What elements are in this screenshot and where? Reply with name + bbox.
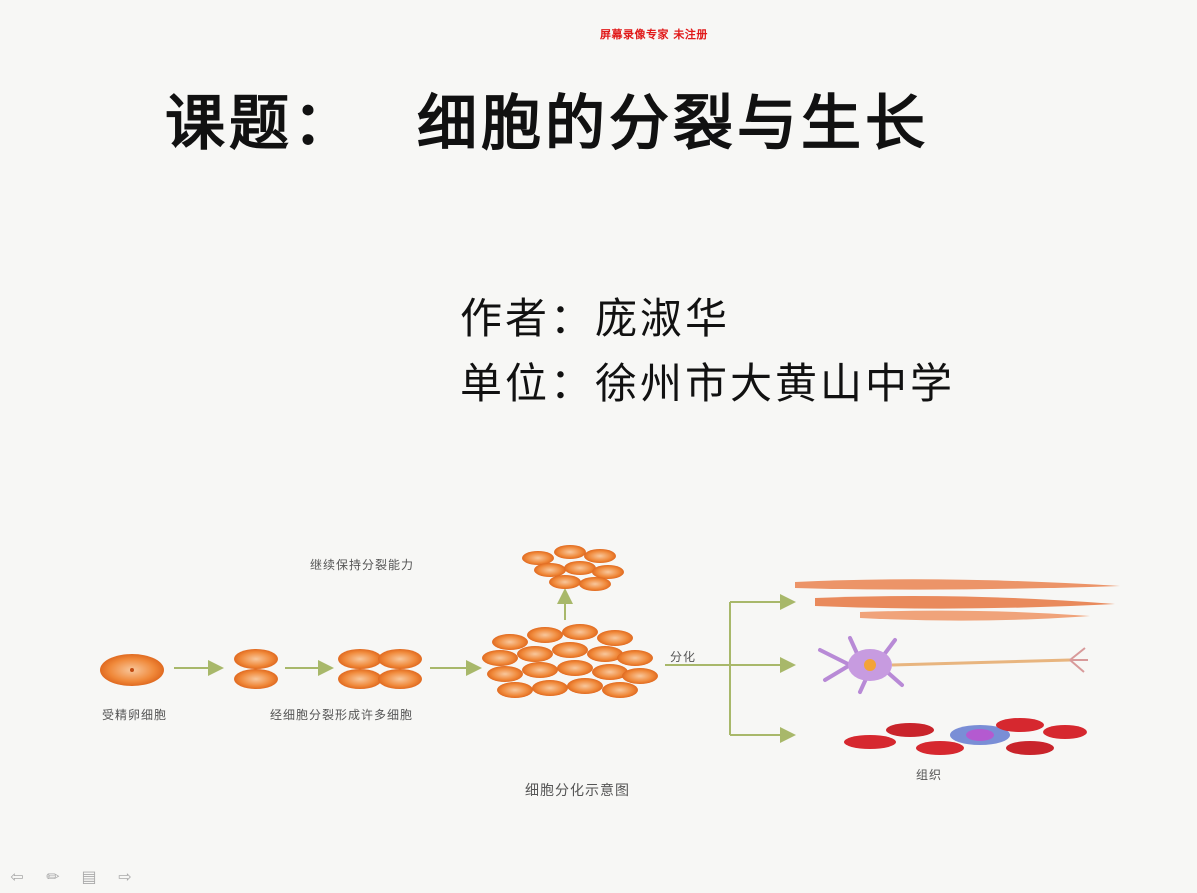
diagram-caption: 细胞分化示意图 xyxy=(525,783,630,799)
retained-dividing-cells xyxy=(522,545,624,591)
cell-differentiation-diagram: 继续保持分裂能力 受精卵细胞 经细胞分裂形成许多细胞 分化 组织 细胞分化示意图 xyxy=(80,520,1160,820)
label-differentiation: 分化 xyxy=(670,650,697,664)
title-label: 课题： xyxy=(165,89,357,159)
four-cell-stage xyxy=(338,649,422,689)
menu-icon[interactable]: ▤ xyxy=(81,866,97,886)
watermark: 屏幕录像专家 未注册 xyxy=(600,28,708,41)
arrow-right-icon[interactable]: ⇨ xyxy=(118,866,132,886)
fertilized-egg-cell xyxy=(100,654,164,686)
arrow-left-icon[interactable]: ⇦ xyxy=(10,866,24,886)
label-tissue: 组织 xyxy=(916,768,943,782)
neuron-cell xyxy=(818,636,1088,694)
muscle-tissue xyxy=(795,579,1120,621)
slideshow-toolbar: ⇦ ✏ ▤ ⇨ xyxy=(6,866,136,886)
slide-title: 课题： 细胞的分裂与生长 xyxy=(165,75,1045,162)
label-retain-division: 继续保持分裂能力 xyxy=(310,558,415,572)
two-cell-stage xyxy=(234,649,278,689)
blood-tissue xyxy=(844,718,1087,755)
unit-line: 单位：徐州市大黄山中学 xyxy=(460,359,956,408)
pen-icon[interactable]: ✏ xyxy=(46,866,60,886)
author-line: 作者：庞淑华 xyxy=(460,294,731,343)
diagram-graphic xyxy=(100,545,1120,755)
cell-mass xyxy=(482,624,658,698)
title-text: 细胞的分裂与生长 xyxy=(417,89,929,159)
label-cell-division: 经细胞分裂形成许多细胞 xyxy=(270,708,414,722)
label-fertilized-egg: 受精卵细胞 xyxy=(102,708,168,722)
